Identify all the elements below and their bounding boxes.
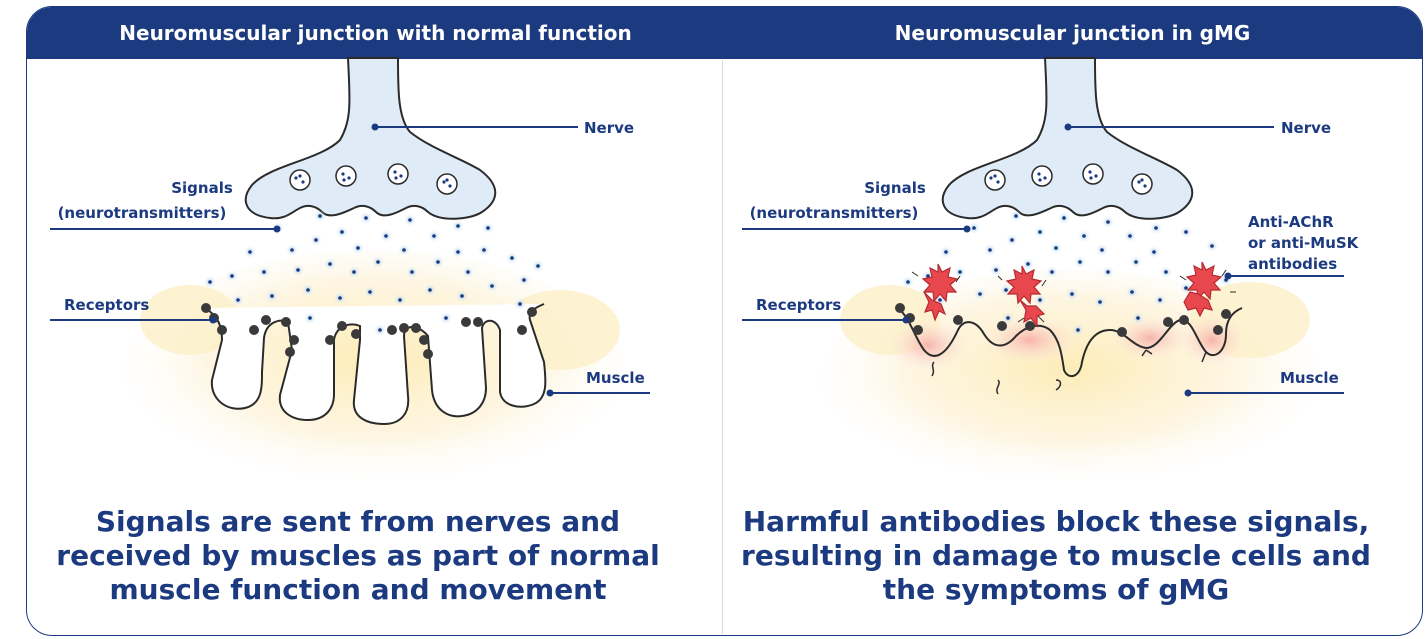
right-label-nerve: Nerve [1281,119,1331,137]
right-caption: Harmful antibodies block these signals, … [726,505,1386,607]
right-illustration: Nerve Signals (neurotransmitters) Recept… [742,58,1360,490]
right-label-neurotransmitters: (neurotransmitters) [750,204,919,222]
left-caption: Signals are sent from nerves and receive… [28,505,688,607]
right-label-muscle: Muscle [1280,369,1339,387]
left-label-nerve: Nerve [584,119,634,137]
right-label-signals: Signals [864,179,926,197]
panel-divider [722,60,723,634]
left-label-receptors: Receptors [64,296,149,314]
right-label-receptors: Receptors [756,296,841,314]
right-label-antibodies-1: Anti-AChR [1248,213,1334,231]
right-nerve [943,58,1192,219]
left-nerve [246,58,495,219]
right-label-antibodies-3: antibodies [1248,255,1337,273]
right-label-antibodies-2: or anti-MuSK [1248,234,1360,252]
left-label-muscle: Muscle [586,369,645,387]
left-label-signals: Signals [171,179,233,197]
left-illustration: Nerve Signals (neurotransmitters) Recept… [50,58,650,490]
left-label-neurotransmitters: (neurotransmitters) [58,204,227,222]
